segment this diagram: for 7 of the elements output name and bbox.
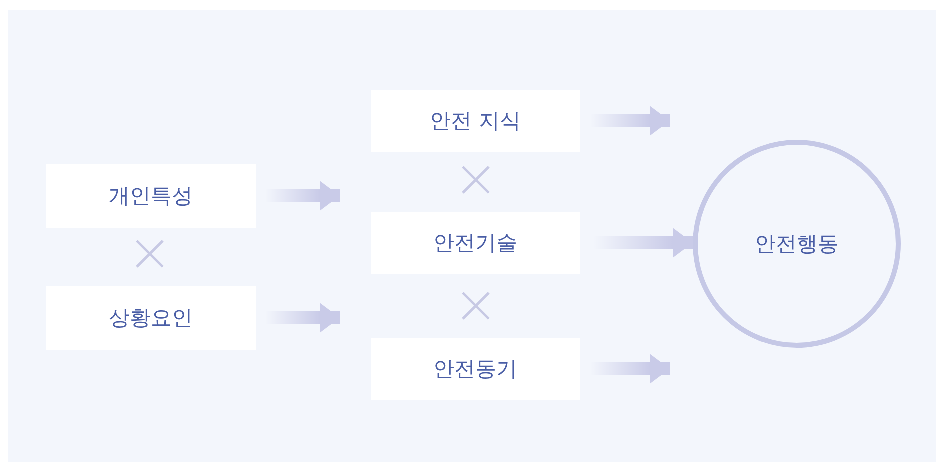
node-label: 개인특성 [109,183,193,210]
node-label: 안전기술 [434,230,518,257]
node-label: 상황요인 [109,305,193,332]
node-label: 안전 지식 [430,108,521,135]
node-label: 안전행동 [755,231,839,258]
node-label: 안전동기 [434,356,518,383]
result-circle [693,140,901,348]
